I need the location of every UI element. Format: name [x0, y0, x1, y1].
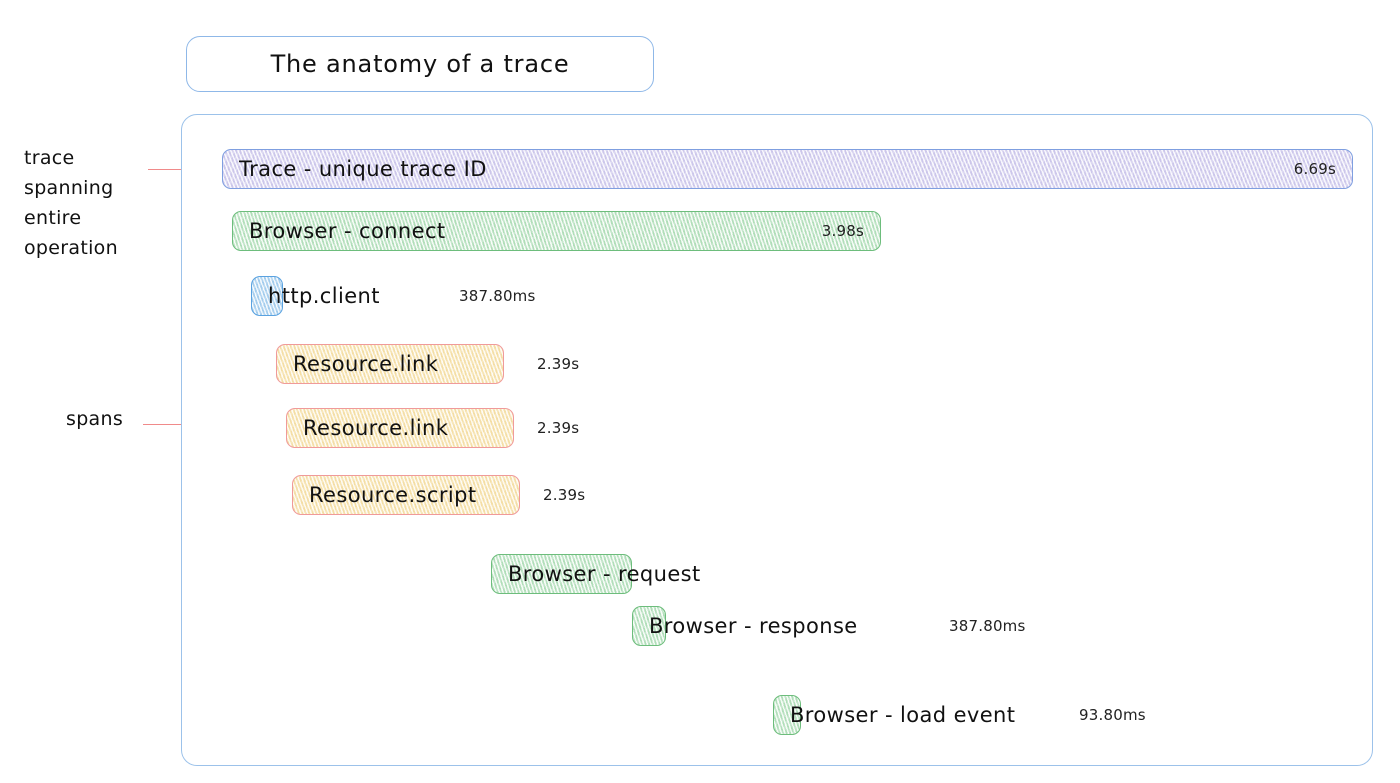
span-label: http.client — [268, 284, 380, 308]
span-label: Resource.link — [303, 416, 449, 440]
span-row-browser-load-event: Browser - load event 93.80ms — [773, 693, 1333, 737]
span-duration: 387.80ms — [459, 287, 536, 305]
span-row-browser-response: Browser - response 387.80ms — [632, 604, 1232, 648]
title-box: The anatomy of a trace — [186, 36, 654, 92]
span-label: Browser - load event — [790, 703, 1016, 727]
span-bar-browser-request[interactable]: Browser - request — [491, 554, 700, 594]
span-duration: 2.39s — [537, 355, 580, 373]
span-label: Browser - response — [649, 614, 858, 638]
span-bar-resource-link-1[interactable]: Resource.link — [276, 344, 504, 384]
span-row-browser-request: Browser - request — [491, 552, 911, 596]
span-label: Resource.link — [293, 352, 439, 376]
span-duration: 387.80ms — [949, 617, 1026, 635]
span-label: Browser - connect — [249, 219, 446, 243]
span-bar-browser-response[interactable]: Browser - response — [632, 606, 857, 646]
span-row-http-client: http.client 387.80ms — [251, 274, 751, 318]
span-bar-resource-script[interactable]: Resource.script — [292, 475, 520, 515]
span-bar-http-client[interactable]: http.client — [251, 276, 379, 316]
span-label: Resource.script — [309, 483, 477, 507]
span-row-trace: Trace - unique trace ID 6.69s — [222, 147, 1353, 191]
spans-leader-line — [143, 424, 211, 425]
span-label: Trace - unique trace ID — [239, 157, 487, 181]
span-bar-resource-link-2[interactable]: Resource.link — [286, 408, 514, 448]
span-bar-trace[interactable]: Trace - unique trace ID 6.69s — [222, 149, 1353, 189]
span-duration: 2.39s — [537, 419, 580, 437]
span-duration: 2.39s — [543, 486, 586, 504]
span-bar-browser-load-event[interactable]: Browser - load event — [773, 695, 1015, 735]
span-row-resource-link-1: Resource.link 2.39s — [276, 342, 696, 386]
span-row-resource-link-2: Resource.link 2.39s — [286, 406, 706, 450]
annotation-trace-label: trace spanning entire operation — [24, 147, 118, 259]
span-duration: 93.80ms — [1079, 706, 1146, 724]
span-duration: 6.69s — [1293, 160, 1336, 178]
trace-waterfall-container: Trace - unique trace ID 6.69s Browser - … — [181, 114, 1373, 766]
span-bar-browser-connect[interactable]: Browser - connect 3.98s — [232, 211, 881, 251]
page-title: The anatomy of a trace — [270, 50, 570, 78]
span-duration: 3.98s — [821, 222, 864, 240]
span-row-browser-connect: Browser - connect 3.98s — [232, 209, 881, 253]
span-label: Browser - request — [508, 562, 701, 586]
span-row-resource-script: Resource.script 2.39s — [292, 473, 722, 517]
annotation-spans-label: spans — [66, 408, 124, 430]
trace-leader-line — [148, 169, 198, 170]
